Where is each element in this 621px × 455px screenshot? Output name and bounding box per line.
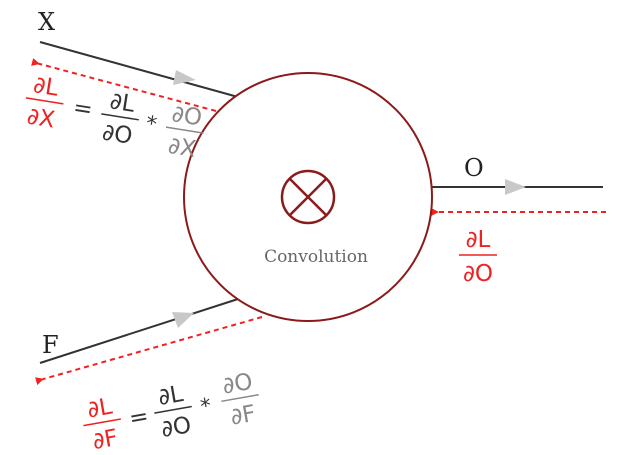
grad-x-t2-den: ∂X bbox=[166, 133, 198, 163]
grad-x-equals: = bbox=[71, 95, 94, 124]
grad-f-t2-bar bbox=[221, 393, 259, 403]
grad-f-times: * bbox=[199, 393, 214, 418]
grad-f-t2-den: ∂F bbox=[228, 401, 257, 431]
grad-x-arrow bbox=[31, 58, 217, 112]
grad-x-t1-den: ∂O bbox=[100, 119, 134, 149]
otimes-icon bbox=[280, 169, 336, 225]
grad-f-t1-num: ∂L bbox=[156, 381, 185, 411]
grad-o-den: ∂O bbox=[463, 261, 493, 287]
output-o-arrow-icon bbox=[505, 179, 526, 195]
input-x-arrow-icon bbox=[173, 70, 196, 85]
grad-f-t2-num: ∂O bbox=[221, 369, 255, 400]
grad-x-equation: ∂L ∂X = ∂L ∂O * ∂O ∂X bbox=[25, 72, 204, 163]
grad-f-t1-den: ∂O bbox=[159, 412, 193, 443]
grad-o-num: ∂L bbox=[466, 227, 491, 253]
grad-x-lhs-den: ∂X bbox=[25, 103, 57, 133]
center-label: Convolution bbox=[264, 247, 368, 267]
grad-x-t2-num: ∂O bbox=[170, 101, 204, 131]
grad-x-times: * bbox=[144, 111, 158, 136]
grad-f-t1-bar bbox=[154, 405, 192, 414]
grad-f-arrow bbox=[35, 316, 263, 385]
grad-x-t1-bar bbox=[101, 113, 139, 121]
grad-f-lhs-den: ∂F bbox=[91, 425, 120, 455]
grad-x-lhs-num: ∂L bbox=[32, 72, 61, 102]
o-label: O bbox=[464, 154, 484, 182]
grad-f-lhs-bar bbox=[83, 418, 121, 427]
f-label: F bbox=[42, 331, 59, 359]
grad-f-equation: ∂L ∂F = ∂L ∂O * ∂O ∂F bbox=[83, 369, 259, 455]
input-x-line bbox=[39, 41, 239, 98]
x-label: X bbox=[38, 8, 55, 36]
grad-x-t2-bar bbox=[165, 126, 204, 134]
grad-f-lhs-num: ∂L bbox=[85, 394, 114, 424]
grad-f-equals: = bbox=[127, 403, 151, 432]
input-f-line bbox=[39, 298, 239, 364]
grad-o-fraction: ∂L ∂O bbox=[459, 227, 497, 287]
grad-x-t1-num: ∂L bbox=[108, 88, 137, 118]
input-f-arrow-icon bbox=[172, 312, 194, 328]
grad-x-lhs-bar bbox=[25, 97, 64, 105]
